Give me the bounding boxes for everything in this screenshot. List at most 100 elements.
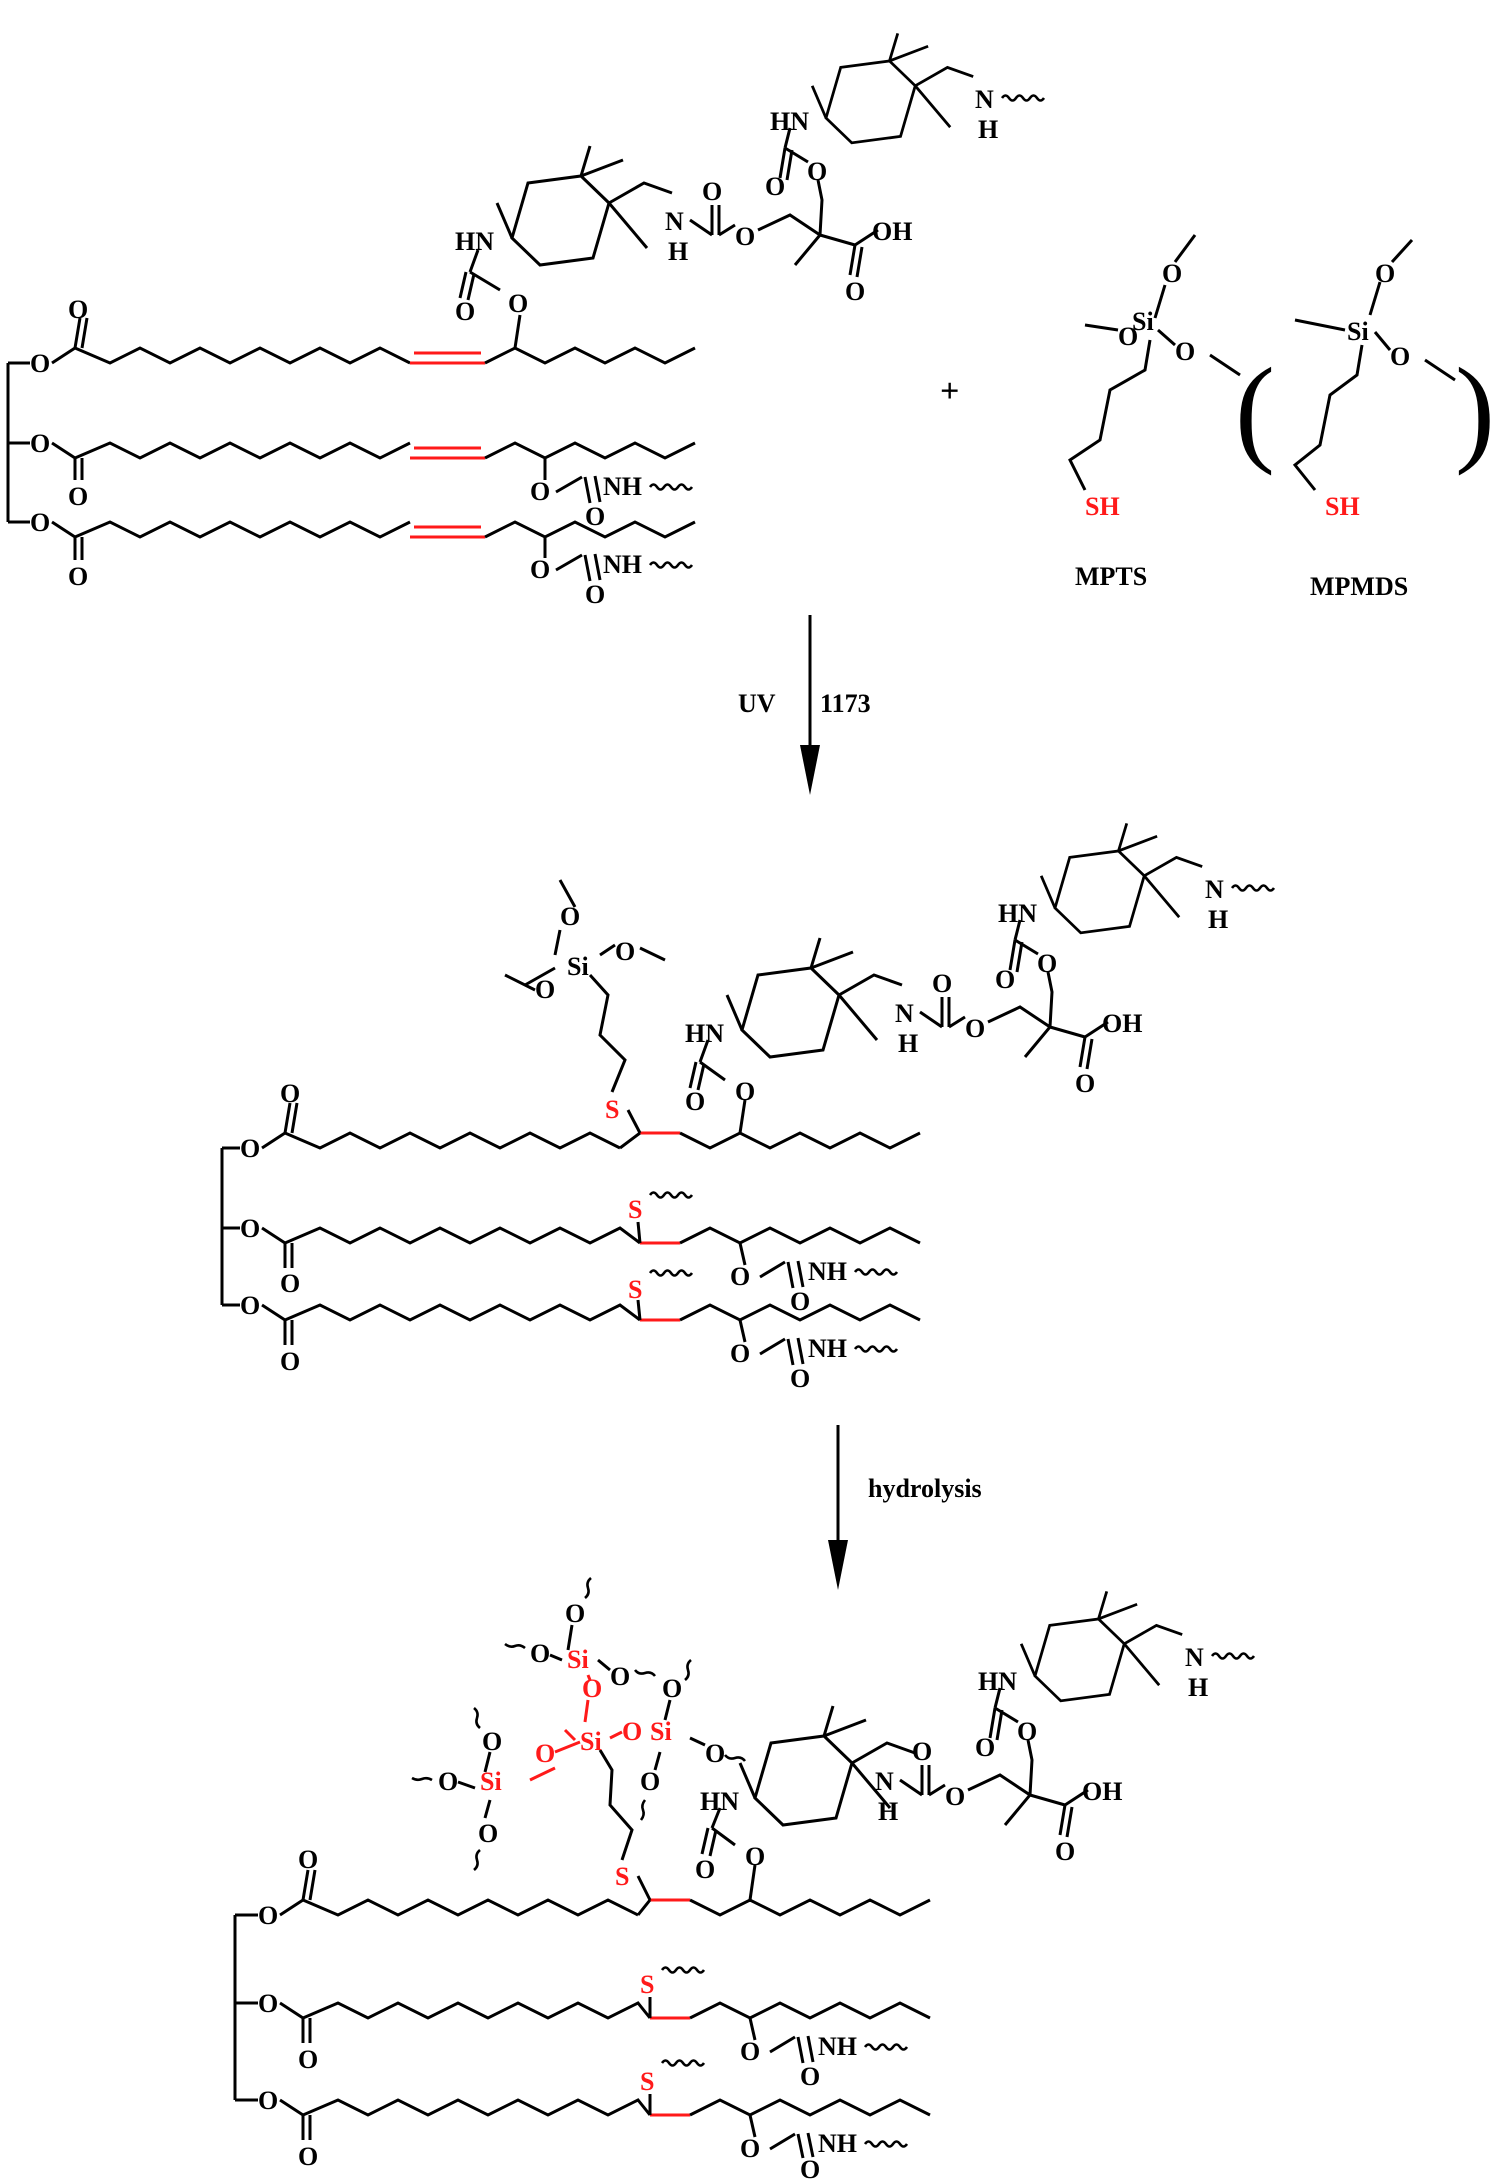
atom-o: O (240, 1291, 260, 1320)
atom-o: O (478, 1819, 498, 1848)
atom-o: O (530, 1639, 550, 1668)
atom-o: O (685, 1087, 705, 1116)
atom-o: O (1118, 322, 1138, 351)
atom-si: Si (1347, 317, 1369, 346)
atom-o: O (280, 1269, 300, 1298)
siloxane-network-product: O O O S Si O O O Si O O O Si O O O Si O … (233, 1576, 1256, 2183)
atom-o: O (740, 2037, 760, 2066)
oxygen-atom: O (535, 1739, 555, 1768)
atom-hn: HN (700, 1787, 739, 1816)
atom-o: O (258, 1989, 278, 2018)
atom-si: Si (567, 952, 589, 981)
atom-o: O (735, 1077, 755, 1106)
uv-label: UV (738, 689, 776, 718)
atom-h: H (978, 115, 998, 144)
atom-o: O (530, 477, 550, 506)
atom-o: O (280, 1347, 300, 1376)
atom-o: O (1162, 259, 1182, 288)
atom-o: O (1037, 949, 1057, 978)
atom-h: H (898, 1029, 918, 1058)
atom-o: O (965, 1014, 985, 1043)
atom-h: H (668, 237, 688, 266)
atom-o: O (790, 1364, 810, 1393)
atom-o: O (730, 1339, 750, 1368)
atom-n: N (665, 207, 684, 236)
sulfur-atom: S (605, 1095, 619, 1124)
atom-nh: NH (808, 1257, 847, 1286)
atom-o: O (240, 1214, 260, 1243)
mpmds-molecule: ( O O Si SH ) MPMDS (1235, 238, 1495, 601)
atom-o: O (765, 172, 785, 201)
fatty-chain-3 (74, 520, 411, 539)
atom-o: O (1390, 342, 1410, 371)
atom-n: N (975, 85, 994, 114)
silicon-atom: Si (567, 1645, 589, 1674)
double-bond-2 (410, 446, 485, 460)
atom-o: O (455, 297, 475, 326)
atom-o: O (68, 295, 88, 324)
atom-o: O (735, 222, 755, 251)
atom-o: O (298, 2045, 318, 2074)
atom-n: N (1205, 875, 1224, 904)
atom-o: O (615, 937, 635, 966)
atom-o: O (68, 562, 88, 591)
atom-n: N (1185, 1643, 1204, 1672)
fatty-chain-2 (74, 441, 411, 460)
hydrolysis-label: hydrolysis (868, 1474, 982, 1503)
thiol-ene-product: O O O S Si O O O O O S O O NH O O S O O … (220, 821, 1276, 1393)
atom-nh: NH (603, 472, 642, 501)
atom-oh: OH (1082, 1777, 1122, 1806)
atom-o: O (845, 277, 865, 306)
atom-o: O (740, 2134, 760, 2163)
mpmds-label: MPMDS (1310, 572, 1408, 601)
atom-hn: HN (978, 1667, 1017, 1696)
atom-o: O (530, 555, 550, 584)
atom-o: O (68, 482, 88, 511)
starting-polyurethane: O O O O O O O NH O O O O NH O HN N H O O… (6, 31, 1046, 609)
atom-hn: HN (770, 107, 809, 136)
atom-o: O (932, 969, 952, 998)
atom-o: O (560, 902, 580, 931)
atom-o: O (535, 975, 555, 1004)
atom-o: O (298, 1845, 318, 1874)
atom-o: O (790, 1287, 810, 1316)
atom-o: O (585, 580, 605, 609)
atom-o: O (280, 1079, 300, 1108)
mpts-label: MPTS (1075, 562, 1147, 591)
atom-n: N (895, 999, 914, 1028)
atom-o: O (995, 965, 1015, 994)
atom-o: O (30, 429, 50, 458)
plus-sign: + (940, 373, 959, 410)
glycerol-backbone (6, 361, 30, 524)
atom-o: O (585, 502, 605, 531)
fatty-chain-1 (74, 346, 411, 365)
atom-o: O (807, 157, 827, 186)
atom-o: O (1075, 1069, 1095, 1098)
atom-o: O (1017, 1717, 1037, 1746)
atom-si: Si (1132, 307, 1154, 336)
mpts-molecule: O O O Si SH MPTS (1068, 234, 1241, 591)
atom-o: O (438, 1767, 458, 1796)
atom-o: O (258, 1901, 278, 1930)
atom-o: O (1375, 259, 1395, 288)
thiol-group: SH (1325, 492, 1360, 521)
atom-o: O (1055, 1837, 1075, 1866)
atom-hn: HN (685, 1019, 724, 1048)
photoinitiator-label: 1173 (820, 689, 871, 718)
double-bond-1 (410, 351, 485, 365)
atom-o: O (695, 1855, 715, 1884)
thiol-group: SH (1085, 492, 1120, 521)
oxygen-atom: O (582, 1674, 602, 1703)
atom-o: O (565, 1599, 585, 1628)
sulfur-atom: S (615, 1862, 629, 1891)
silicon-atom: Si (480, 1767, 502, 1796)
reaction-arrow-hydrolysis: hydrolysis (828, 1425, 982, 1590)
atom-o: O (702, 177, 722, 206)
open-parenthesis: ( (1235, 343, 1275, 476)
close-parenthesis: ) (1455, 343, 1495, 476)
sulfur-atom: S (628, 1275, 642, 1304)
atom-o: O (240, 1134, 260, 1163)
atom-o: O (298, 2142, 318, 2171)
